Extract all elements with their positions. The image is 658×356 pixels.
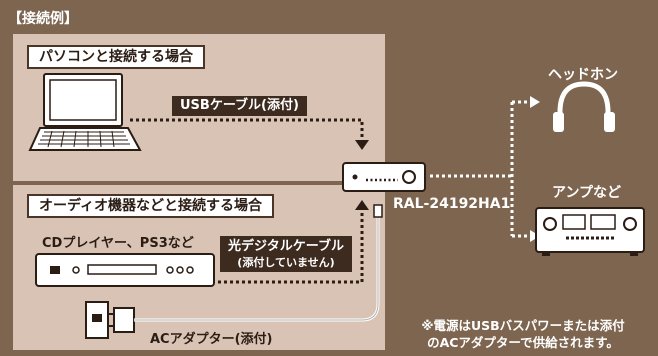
usb-cable-arrow [355, 140, 369, 150]
optical-cable-arrow [355, 200, 369, 210]
av-section-title: オーディオ機器などと接続する場合 [27, 194, 275, 218]
ac-plug [373, 204, 383, 218]
amp-label: アンプなど [552, 185, 622, 201]
dac-device-icon [342, 162, 426, 192]
usb-cable-label: USBケーブル(添付) [172, 96, 307, 116]
cd-player-label: CDプレイヤー、PS3など [42, 236, 194, 251]
power-note-line2: のACアダプターで供給されます。 [427, 335, 619, 350]
ac-cable-line-outline [134, 216, 379, 321]
headphones-arrow [530, 96, 540, 108]
power-note-line1: ※電源はUSBバスパワーまたは添付 [421, 318, 625, 333]
pc-section-title: パソコンと接続する場合 [27, 45, 205, 69]
amplifier-icon [535, 207, 645, 256]
usb-cable-line [130, 118, 364, 140]
output-dotted-lines [430, 100, 530, 238]
optical-cable-note: (添付していません) [237, 256, 335, 269]
optical-cable-line [218, 210, 364, 284]
diagram-heading: 【接続例】 [8, 11, 78, 27]
headphones-label: ヘッドホン [548, 67, 618, 83]
ac-adapter-icon [85, 301, 135, 339]
cd-player-icon [35, 253, 215, 287]
ac-adapter-label: ACアダプター(添付) [150, 332, 273, 347]
laptop-icon [28, 73, 142, 151]
headphones-icon [553, 81, 615, 132]
ac-cable-line [134, 216, 380, 322]
device-model-label: RAL-24192HA1 [393, 196, 511, 212]
optical-cable-label: 光デジタルケーブル [228, 239, 344, 254]
optical-cable-label-box: 光デジタルケーブル (添付していません) [220, 236, 352, 272]
power-note: ※電源はUSBバスパワーまたは添付 のACアダプターで供給されます。 [396, 317, 650, 351]
